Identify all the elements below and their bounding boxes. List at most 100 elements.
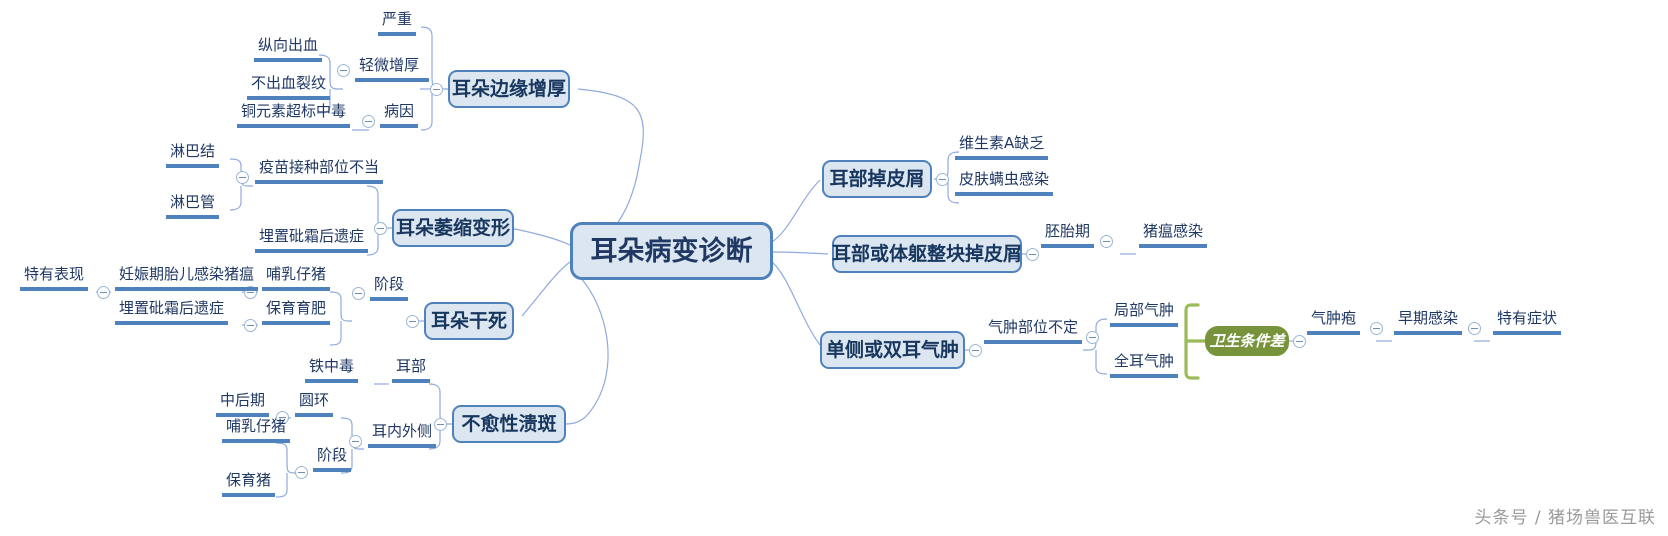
node-emphysema-blister[interactable]: 气肿疱 [1307,309,1361,335]
node-suckling-piglet-necrosis[interactable]: 哺乳仔猪 [262,265,331,291]
node-label: 不出血裂纹 [251,74,327,92]
node-label: 气肿部位不定 [988,318,1079,336]
node-csf-infection[interactable]: 猪瘟感染 [1139,222,1208,248]
node-copper-toxicity[interactable]: 铜元素超标中毒 [237,102,351,128]
node-vaccine-site-improper[interactable]: 疫苗接种部位不当 [255,160,384,184]
branch-label: 耳朵萎缩变形 [395,216,510,239]
node-nursery-pig[interactable]: 保育猪 [222,471,276,497]
node-lymph-node[interactable]: 淋巴结 [166,144,220,168]
node-label: 阶段 [374,275,405,293]
node-emphysema-location-variable[interactable]: 气肿部位不定 [984,318,1083,344]
node-arsenic-sequelae-atrophy[interactable]: 埋置砒霜后遗症 [255,227,369,253]
node-label: 特有症状 [1497,309,1558,327]
node-label: 皮肤螨虫感染 [959,170,1050,188]
branch-label: 耳朵干死 [430,309,507,332]
toggle-ear-necrosis[interactable] [406,315,419,328]
node-stage-necrosis[interactable]: 阶段 [370,275,409,301]
toggle-stage-necrosis[interactable] [352,287,365,300]
node-prenatal-csf-infection[interactable]: 妊娠期胎儿感染猪瘟 [115,267,259,291]
node-severe[interactable]: 严重 [378,12,417,36]
node-label: 哺乳仔猪 [266,265,327,283]
node-label: 淋巴管 [170,193,216,211]
node-circovirus[interactable]: 圆环 [295,391,334,417]
toggle-stage-ulcer[interactable] [295,466,308,479]
toggle-ear-dandruff[interactable] [936,173,949,186]
toggle-ear-edge-thickening[interactable] [430,83,443,96]
node-mild-thickening[interactable]: 轻微增厚 [355,58,429,82]
node-ear-part[interactable]: 耳部 [392,357,431,383]
node-label: 保育猪 [226,471,272,489]
node-label: 特有表现 [24,265,85,283]
node-label: 中后期 [220,391,266,409]
branch-label: 耳部或体躯整块掉皮屑 [832,242,1023,265]
toggle-circovirus[interactable] [276,411,289,424]
branch-node-ear-emphysema[interactable]: 单侧或双耳气肿 [820,331,965,369]
node-cause[interactable]: 病因 [380,104,419,128]
root-node[interactable]: 耳朵病变诊断 [570,222,773,280]
node-label: 埋置砒霜后遗症 [119,299,225,317]
node-mid-late-stage[interactable]: 中后期 [216,391,270,417]
node-nursery-fattening[interactable]: 保育育肥 [262,299,331,325]
node-lymph-vessel[interactable]: 淋巴管 [166,193,220,219]
branch-label: 单侧或双耳气肿 [825,338,959,361]
node-skin-mite-infection[interactable]: 皮肤螨虫感染 [955,170,1054,196]
toggle-poor-hygiene[interactable] [1293,335,1306,348]
node-longitudinal-bleeding[interactable]: 纵向出血 [254,38,323,62]
toggle-vaccine-site[interactable] [236,171,249,184]
toggle-mild-thickening[interactable] [337,64,350,77]
node-label: 埋置砒霜后遗症 [259,227,365,245]
branch-node-ear-necrosis[interactable]: 耳朵干死 [424,302,514,340]
root-label: 耳朵病变诊断 [590,235,753,267]
node-whole-ear-emphysema[interactable]: 全耳气肿 [1110,352,1179,378]
node-vitamin-a-deficiency[interactable]: 维生素A缺乏 [955,136,1049,160]
toggle-cause[interactable] [362,115,375,128]
node-label: 气肿疱 [1311,309,1357,327]
node-label: 耳内外侧 [372,422,433,440]
toggle-embryonic-stage[interactable] [1100,235,1113,248]
branch-label: 耳部掉皮屑 [829,167,925,190]
node-stage-ulcer[interactable]: 阶段 [313,446,352,472]
node-label: 全耳气肿 [1114,352,1175,370]
toggle-emphysema-blister[interactable] [1370,322,1383,335]
toggle-ear-atrophy[interactable] [374,222,387,235]
branch-node-nonhealing-ulcer[interactable]: 不愈性溃斑 [452,405,566,443]
node-label: 猪瘟感染 [1143,222,1204,240]
toggle-nonhealing-ulcer[interactable] [434,418,447,431]
toggle-ear-inner-outer[interactable] [349,435,362,448]
toggle-body-dandruff[interactable] [1026,248,1039,261]
node-label: 铜元素超标中毒 [241,102,347,120]
node-arsenic-sequelae-necrosis[interactable]: 埋置砒霜后遗症 [115,299,229,325]
node-label: 哺乳仔猪 [226,417,287,435]
node-label: 早期感染 [1398,309,1459,327]
node-iron-toxicity[interactable]: 铁中毒 [305,357,359,383]
node-suckling-piglet-ulcer[interactable]: 哺乳仔猪 [222,417,291,443]
node-ear-inner-outer[interactable]: 耳内外侧 [368,422,437,448]
node-local-emphysema[interactable]: 局部气肿 [1110,303,1179,327]
watermark-text: 头条号 / 猪场兽医互联 [1474,508,1656,528]
toggle-prenatal-csf[interactable] [97,286,110,299]
node-characteristic-symptom[interactable]: 特有症状 [1493,309,1562,335]
node-label: 阶段 [317,446,348,464]
watermark: 头条号 / 猪场兽医互联 [1474,503,1656,528]
node-label: 胚胎期 [1045,222,1091,240]
node-label: 轻微增厚 [359,56,420,74]
grouped-node-label: 卫生条件差 [1209,331,1285,350]
node-label: 保育育肥 [266,299,327,317]
grouped-node-poor-hygiene[interactable]: 卫生条件差 [1205,326,1289,356]
node-label: 圆环 [299,391,330,409]
toggle-nursery-fattening[interactable] [244,319,257,332]
node-label: 耳部 [396,357,427,375]
node-characteristic-manifestation[interactable]: 特有表现 [20,265,89,291]
branch-node-ear-edge-thickening[interactable]: 耳朵边缘增厚 [448,70,570,108]
toggle-early-infection[interactable] [1468,322,1481,335]
branch-node-ear-atrophy[interactable]: 耳朵萎缩变形 [392,209,514,247]
branch-node-body-dandruff[interactable]: 耳部或体躯整块掉皮屑 [832,235,1022,273]
toggle-ear-emphysema[interactable] [969,344,982,357]
branch-node-ear-dandruff[interactable]: 耳部掉皮屑 [822,160,932,198]
node-label: 铁中毒 [309,357,355,375]
toggle-emphysema-location[interactable] [1086,331,1099,344]
node-early-infection[interactable]: 早期感染 [1394,309,1463,335]
node-embryonic-stage[interactable]: 胚胎期 [1041,222,1095,248]
node-no-bleed-crack[interactable]: 不出血裂纹 [247,74,331,100]
